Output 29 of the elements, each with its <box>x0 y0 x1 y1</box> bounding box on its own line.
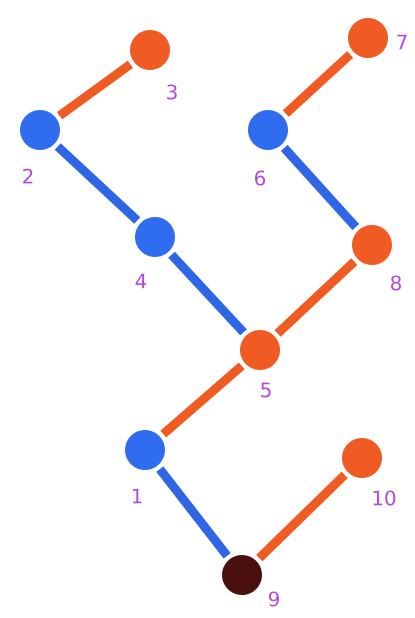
node-number: 5 <box>261 382 271 398</box>
bond-stick <box>168 252 247 336</box>
node-number: 10 <box>374 490 396 506</box>
node-number: 9 <box>268 591 279 607</box>
bond-stick <box>274 258 358 337</box>
ball <box>352 225 392 265</box>
node-number: 8 <box>391 275 401 291</box>
node-number: 4 <box>136 274 146 288</box>
node-number: 6 <box>255 170 266 186</box>
bond-stick <box>156 466 231 559</box>
bond-stick <box>256 472 348 562</box>
ball <box>240 330 280 370</box>
ball <box>342 438 382 478</box>
ball <box>130 30 170 70</box>
ball <box>248 110 288 150</box>
ball <box>135 217 175 257</box>
node-number: 3 <box>167 84 177 100</box>
ball <box>20 110 60 150</box>
bond-stick <box>54 143 140 224</box>
ball <box>348 18 388 58</box>
node-number: 2 <box>23 168 32 184</box>
bond-stick <box>160 362 245 438</box>
ball <box>222 555 262 595</box>
node-number: 1 <box>132 488 142 504</box>
bond-stick <box>282 51 354 117</box>
bond-stick <box>56 60 134 120</box>
ball <box>125 430 165 470</box>
bond-stick <box>280 144 360 230</box>
node-number: 7 <box>397 34 407 50</box>
